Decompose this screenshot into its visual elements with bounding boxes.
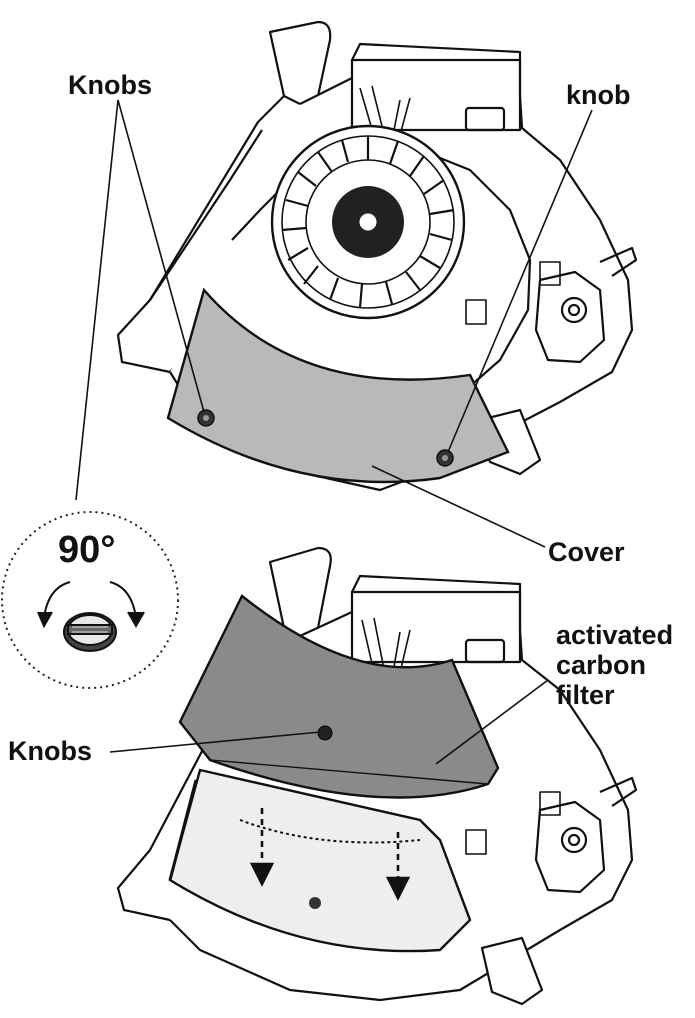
- label-rotation-90: 90°: [58, 529, 116, 571]
- label-knob: knob: [566, 80, 631, 110]
- cover-plate: [166, 287, 510, 484]
- knob-icon: [197, 409, 454, 467]
- label-knobs-top: Knobs: [68, 70, 152, 100]
- knob-icon: [63, 612, 117, 652]
- fan-blower-icon: [270, 124, 466, 320]
- label-filter-line-1: activated: [556, 620, 674, 650]
- label-activated-carbon-filter: activated carbon filter: [556, 620, 673, 710]
- rotation-detail: [1, 511, 179, 689]
- cover-plate: [168, 768, 472, 953]
- callout-leaders-top: [75, 99, 593, 548]
- knob-icon: [317, 725, 333, 741]
- label-knobs-bottom: Knobs: [8, 736, 92, 766]
- label-filter-line-2: carbon: [556, 650, 647, 680]
- rotation-arrows-icon: [37, 581, 145, 629]
- label-filter-line-3: filter: [556, 680, 615, 710]
- label-cover: Cover: [548, 537, 625, 567]
- knob-icon: [309, 897, 321, 909]
- down-arrow-icon: [249, 808, 411, 901]
- callout-leaders-bottom: [109, 679, 549, 765]
